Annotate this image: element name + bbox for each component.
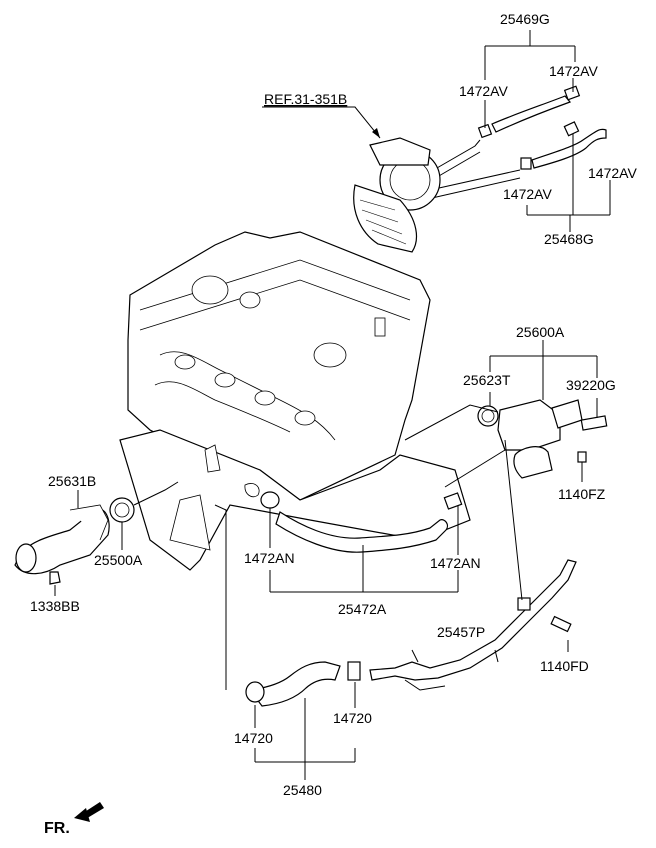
hose-25472a-assembly <box>260 491 463 593</box>
engine-cylinder-head <box>119 231 471 571</box>
water-pipe-25457p <box>369 439 577 691</box>
label-1472AV-right: 1472AV <box>588 165 637 181</box>
label-1472AV-top-left: 1472AV <box>459 83 508 99</box>
label-fr: FR. <box>44 820 70 837</box>
label-1140FD: 1140FD <box>540 658 589 674</box>
label-14720-right: 14720 <box>333 710 372 726</box>
label-14720-left: 14720 <box>234 730 273 746</box>
hose-25480-assembly <box>214 504 361 780</box>
label-1338BB: 1338BB <box>30 598 80 614</box>
label-39220G: 39220G <box>566 377 616 393</box>
label-1472AV-top-right: 1472AV <box>549 63 598 79</box>
water-outlet-fitting-assembly <box>404 340 608 482</box>
label-1472AV-mid: 1472AV <box>503 186 552 202</box>
label-25631B: 25631B <box>48 473 96 489</box>
label-1472AN-left: 1472AN <box>244 550 295 566</box>
label-25468G: 25468G <box>544 231 594 247</box>
front-direction-arrow-icon <box>74 802 104 822</box>
label-25480: 25480 <box>283 782 322 798</box>
label-25457P: 25457P <box>437 624 485 640</box>
label-25623T: 25623T <box>463 372 511 388</box>
label-1472AN-right: 1472AN <box>430 555 481 571</box>
label-ref-31-351b: REF.31-351B <box>264 91 347 107</box>
label-25469G: 25469G <box>500 11 550 27</box>
label-25500A: 25500A <box>94 552 143 568</box>
label-1140FZ: 1140FZ <box>558 486 606 502</box>
thermostat-housing-assembly <box>14 481 179 596</box>
label-25472A: 25472A <box>338 601 387 617</box>
throttle-body-assembly <box>262 30 611 253</box>
label-25600A: 25600A <box>516 324 565 340</box>
